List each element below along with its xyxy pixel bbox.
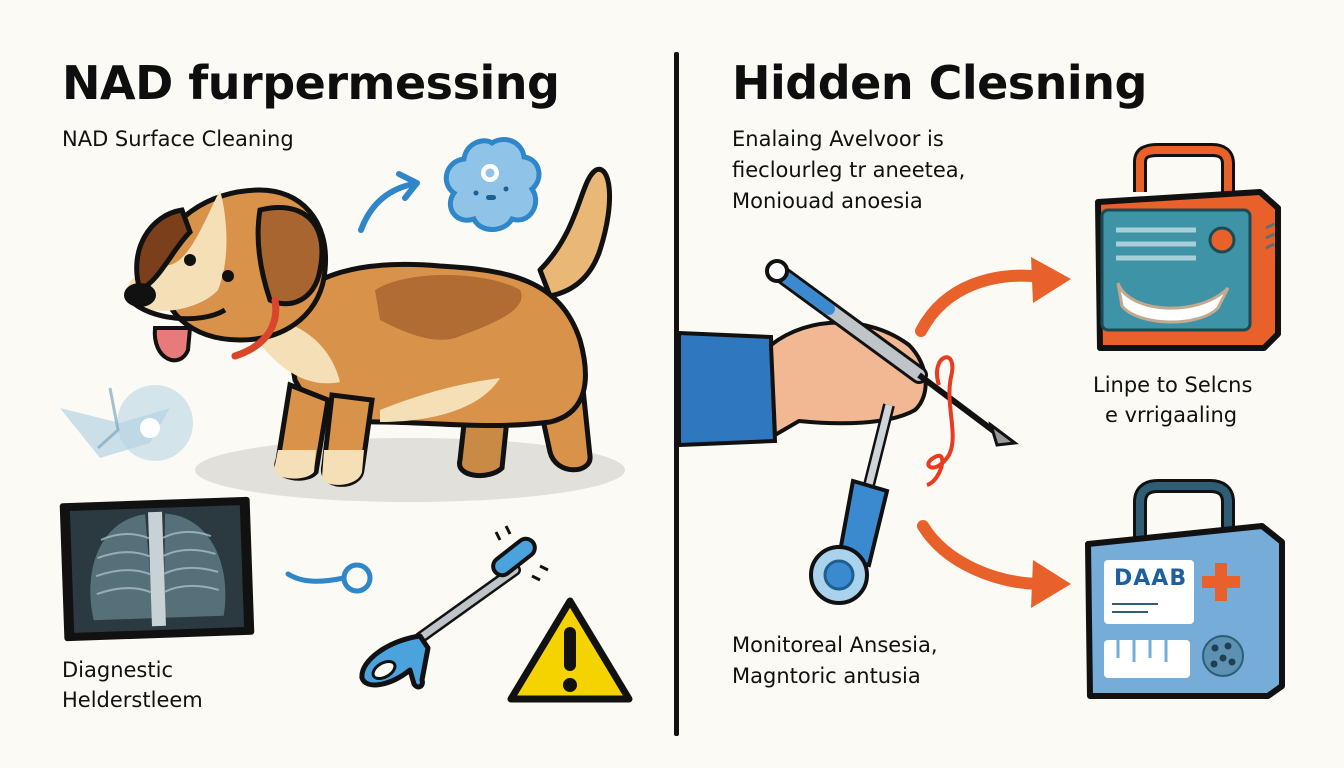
dental-mold-icon (60, 385, 193, 461)
xray-caption-line2: Helderstleem (62, 688, 203, 712)
warning-icon (507, 597, 633, 703)
xray-caption-line1: Diagnestic (62, 658, 173, 682)
xray-image (59, 496, 255, 642)
arrow-up-right-icon (915, 257, 1071, 337)
dental-monitor-icon (1095, 143, 1281, 351)
anesthesia-kit: DAAB (1078, 479, 1290, 700)
right-description-line1: Enalaing Avelvoor is (732, 127, 944, 151)
dental-scaler-icon (359, 525, 549, 690)
arrow-icon (358, 171, 420, 233)
right-description-line2: fieclourleg tr aneetea, (732, 158, 966, 182)
panel-divider (674, 52, 679, 736)
left-title: NAD furpermessing (62, 56, 560, 110)
connector-icon (285, 562, 373, 594)
right-title: Hidden Clesning (732, 56, 1147, 110)
monitor-caption-line2: e vrrigaaling (1105, 403, 1238, 427)
left-subtitle: NAD Surface Cleaning (62, 127, 294, 151)
germ-icon (443, 137, 542, 232)
arrow-down-right-icon (917, 520, 1071, 608)
right-description-line3: Moniouad anoesia (732, 189, 923, 213)
monitor-caption-line1: Linpe to Selcns (1093, 373, 1253, 397)
kit-label: DAAB (1114, 566, 1188, 591)
bottom-caption-line1: Monitoreal Ansesia, (732, 633, 938, 657)
hand-instrument-illustration (677, 259, 1019, 605)
dog-illustration (124, 166, 625, 502)
bottom-caption-line2: Magntoric antusia (732, 664, 921, 688)
